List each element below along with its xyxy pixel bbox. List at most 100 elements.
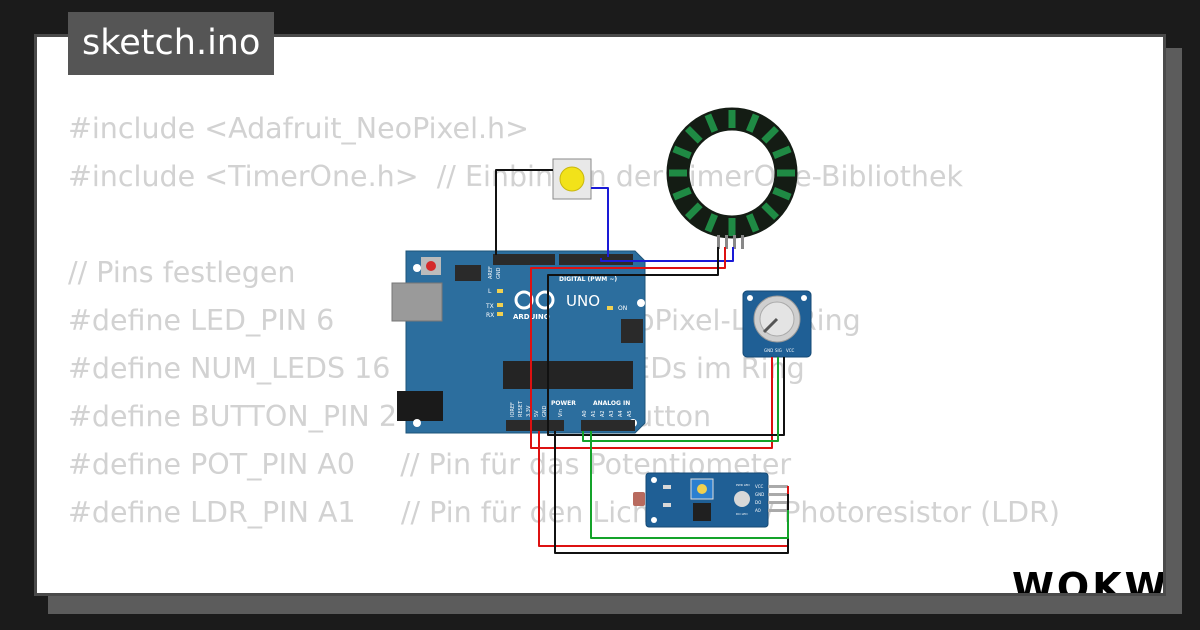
neopixel-led — [777, 169, 795, 177]
smd-resistor — [663, 485, 671, 489]
neopixel-led — [672, 186, 692, 201]
pot-pin-label: GND — [764, 348, 773, 353]
pushbutton[interactable] — [552, 158, 592, 200]
neopixel-led — [704, 213, 719, 233]
arduino-uno-board[interactable]: UNO ARDUINO DIGITAL (PWM ~) POWER ANALOG… — [391, 250, 646, 434]
analog-header — [581, 420, 635, 431]
icsp2-header — [455, 265, 481, 281]
l-led — [497, 289, 503, 293]
pin-label: GND — [496, 267, 502, 279]
preview-card: #include <Adafruit_NeoPixel.h> #include … — [34, 34, 1166, 596]
neopixel-led — [684, 202, 703, 221]
wire-button-pin2 — [591, 187, 609, 257]
wokwi-logo: WOKWi — [1012, 565, 1166, 596]
pin-label: Vin — [558, 409, 564, 417]
ring-pin — [717, 235, 720, 249]
rx-led-label: RX — [486, 312, 494, 319]
ldr-pin — [768, 501, 788, 504]
pin-label: 3.3V — [526, 405, 532, 417]
indicator-led — [734, 491, 750, 507]
ldr-pin — [768, 509, 788, 512]
ldr-led-label: DO LED — [736, 512, 748, 516]
ldr-pin — [768, 493, 788, 496]
ldr-sensor — [633, 492, 645, 506]
power-jack — [397, 391, 443, 421]
pin-label: A4 — [618, 410, 624, 417]
ring-pin — [725, 235, 728, 249]
l-led-label: L — [488, 288, 492, 295]
photoresistor-module[interactable]: VCC GND DO AO PWR LED DO LED — [633, 472, 788, 528]
mount-hole — [651, 477, 657, 483]
board-model-label: UNO — [566, 292, 600, 310]
reset-button-cap — [426, 261, 436, 271]
code-line: // Pins festlegen — [68, 256, 296, 289]
usb-port — [391, 282, 443, 322]
mount-hole — [801, 295, 807, 301]
ldr-pin-label: VCC — [755, 484, 764, 489]
power-header — [506, 420, 564, 431]
wire-ring-vcc — [530, 247, 773, 449]
icsp-header — [621, 319, 643, 343]
wire-button-gnd — [495, 169, 553, 255]
neopixel-led — [704, 113, 719, 133]
digital-header-left — [493, 254, 555, 265]
wire-ldr-ao — [590, 431, 789, 539]
neopixel-led — [745, 213, 760, 233]
ldr-pin-label: GND — [755, 492, 764, 497]
code-line: #define LDR_PIN A1 // Pin für den Lichts… — [68, 496, 1061, 529]
pin-label: 5V — [534, 410, 540, 417]
code-line: // Ti — [68, 585, 1060, 593]
tx-led — [497, 303, 503, 307]
mount-hole — [637, 299, 645, 307]
neopixel-led — [684, 125, 703, 144]
pin-label: IOREF — [510, 402, 516, 417]
wire-ring-gnd — [547, 247, 785, 436]
led-group — [669, 110, 795, 236]
smd-resistor — [663, 503, 671, 507]
neopixel-ring[interactable] — [666, 107, 798, 249]
mount-hole — [413, 264, 421, 272]
neopixel-led — [669, 169, 687, 177]
button-cap — [559, 166, 585, 192]
neopixel-led — [728, 218, 736, 236]
wire-ring-data — [600, 247, 734, 262]
neopixel-led — [772, 145, 792, 160]
pin-label: AREF — [488, 266, 494, 279]
digital-label: DIGITAL (PWM ~) — [559, 276, 617, 283]
pin-label: A2 — [600, 410, 606, 417]
pin-label: A0 — [582, 410, 588, 417]
on-label: ON — [618, 305, 627, 312]
comparator-chip — [693, 503, 711, 521]
potentiometer[interactable]: GND SIG VCC — [742, 290, 812, 358]
mount-hole — [747, 295, 753, 301]
mount-hole — [651, 517, 657, 523]
code-line: #include <TimerOne.h> // Einbinden der T… — [68, 160, 964, 193]
neopixel-led — [761, 202, 780, 221]
wires — [495, 169, 789, 554]
code-line: #include <Adafruit_NeoPixel.h> — [68, 112, 529, 145]
neopixel-led — [672, 145, 692, 160]
analog-label: ANALOG IN — [593, 400, 630, 407]
circuit-diagram: UNO ARDUINO DIGITAL (PWM ~) POWER ANALOG… — [391, 107, 812, 554]
ring-pin — [741, 235, 744, 249]
mount-hole — [413, 419, 421, 427]
neopixel-led — [728, 110, 736, 128]
pin-label: RESET — [518, 400, 524, 417]
trimmer-screw — [697, 484, 707, 494]
power-label: POWER — [551, 400, 576, 407]
tx-led-label: TX — [485, 303, 494, 310]
pin-label: GND — [542, 405, 548, 417]
arduino-logo — [535, 290, 555, 310]
atmega-chip — [503, 361, 633, 389]
neopixel-led — [761, 125, 780, 144]
ldr-pin-label: DO — [755, 500, 761, 505]
file-tab[interactable]: sketch.ino — [68, 12, 275, 75]
pot-knob-marker — [762, 317, 779, 334]
pin-label: A3 — [609, 410, 615, 417]
pin-label: A1 — [591, 410, 597, 417]
ring-pin — [733, 235, 736, 249]
neopixel-led — [745, 113, 760, 133]
wire-pot-signal — [582, 357, 779, 442]
rx-led — [497, 312, 503, 316]
digital-header-right — [559, 254, 633, 265]
